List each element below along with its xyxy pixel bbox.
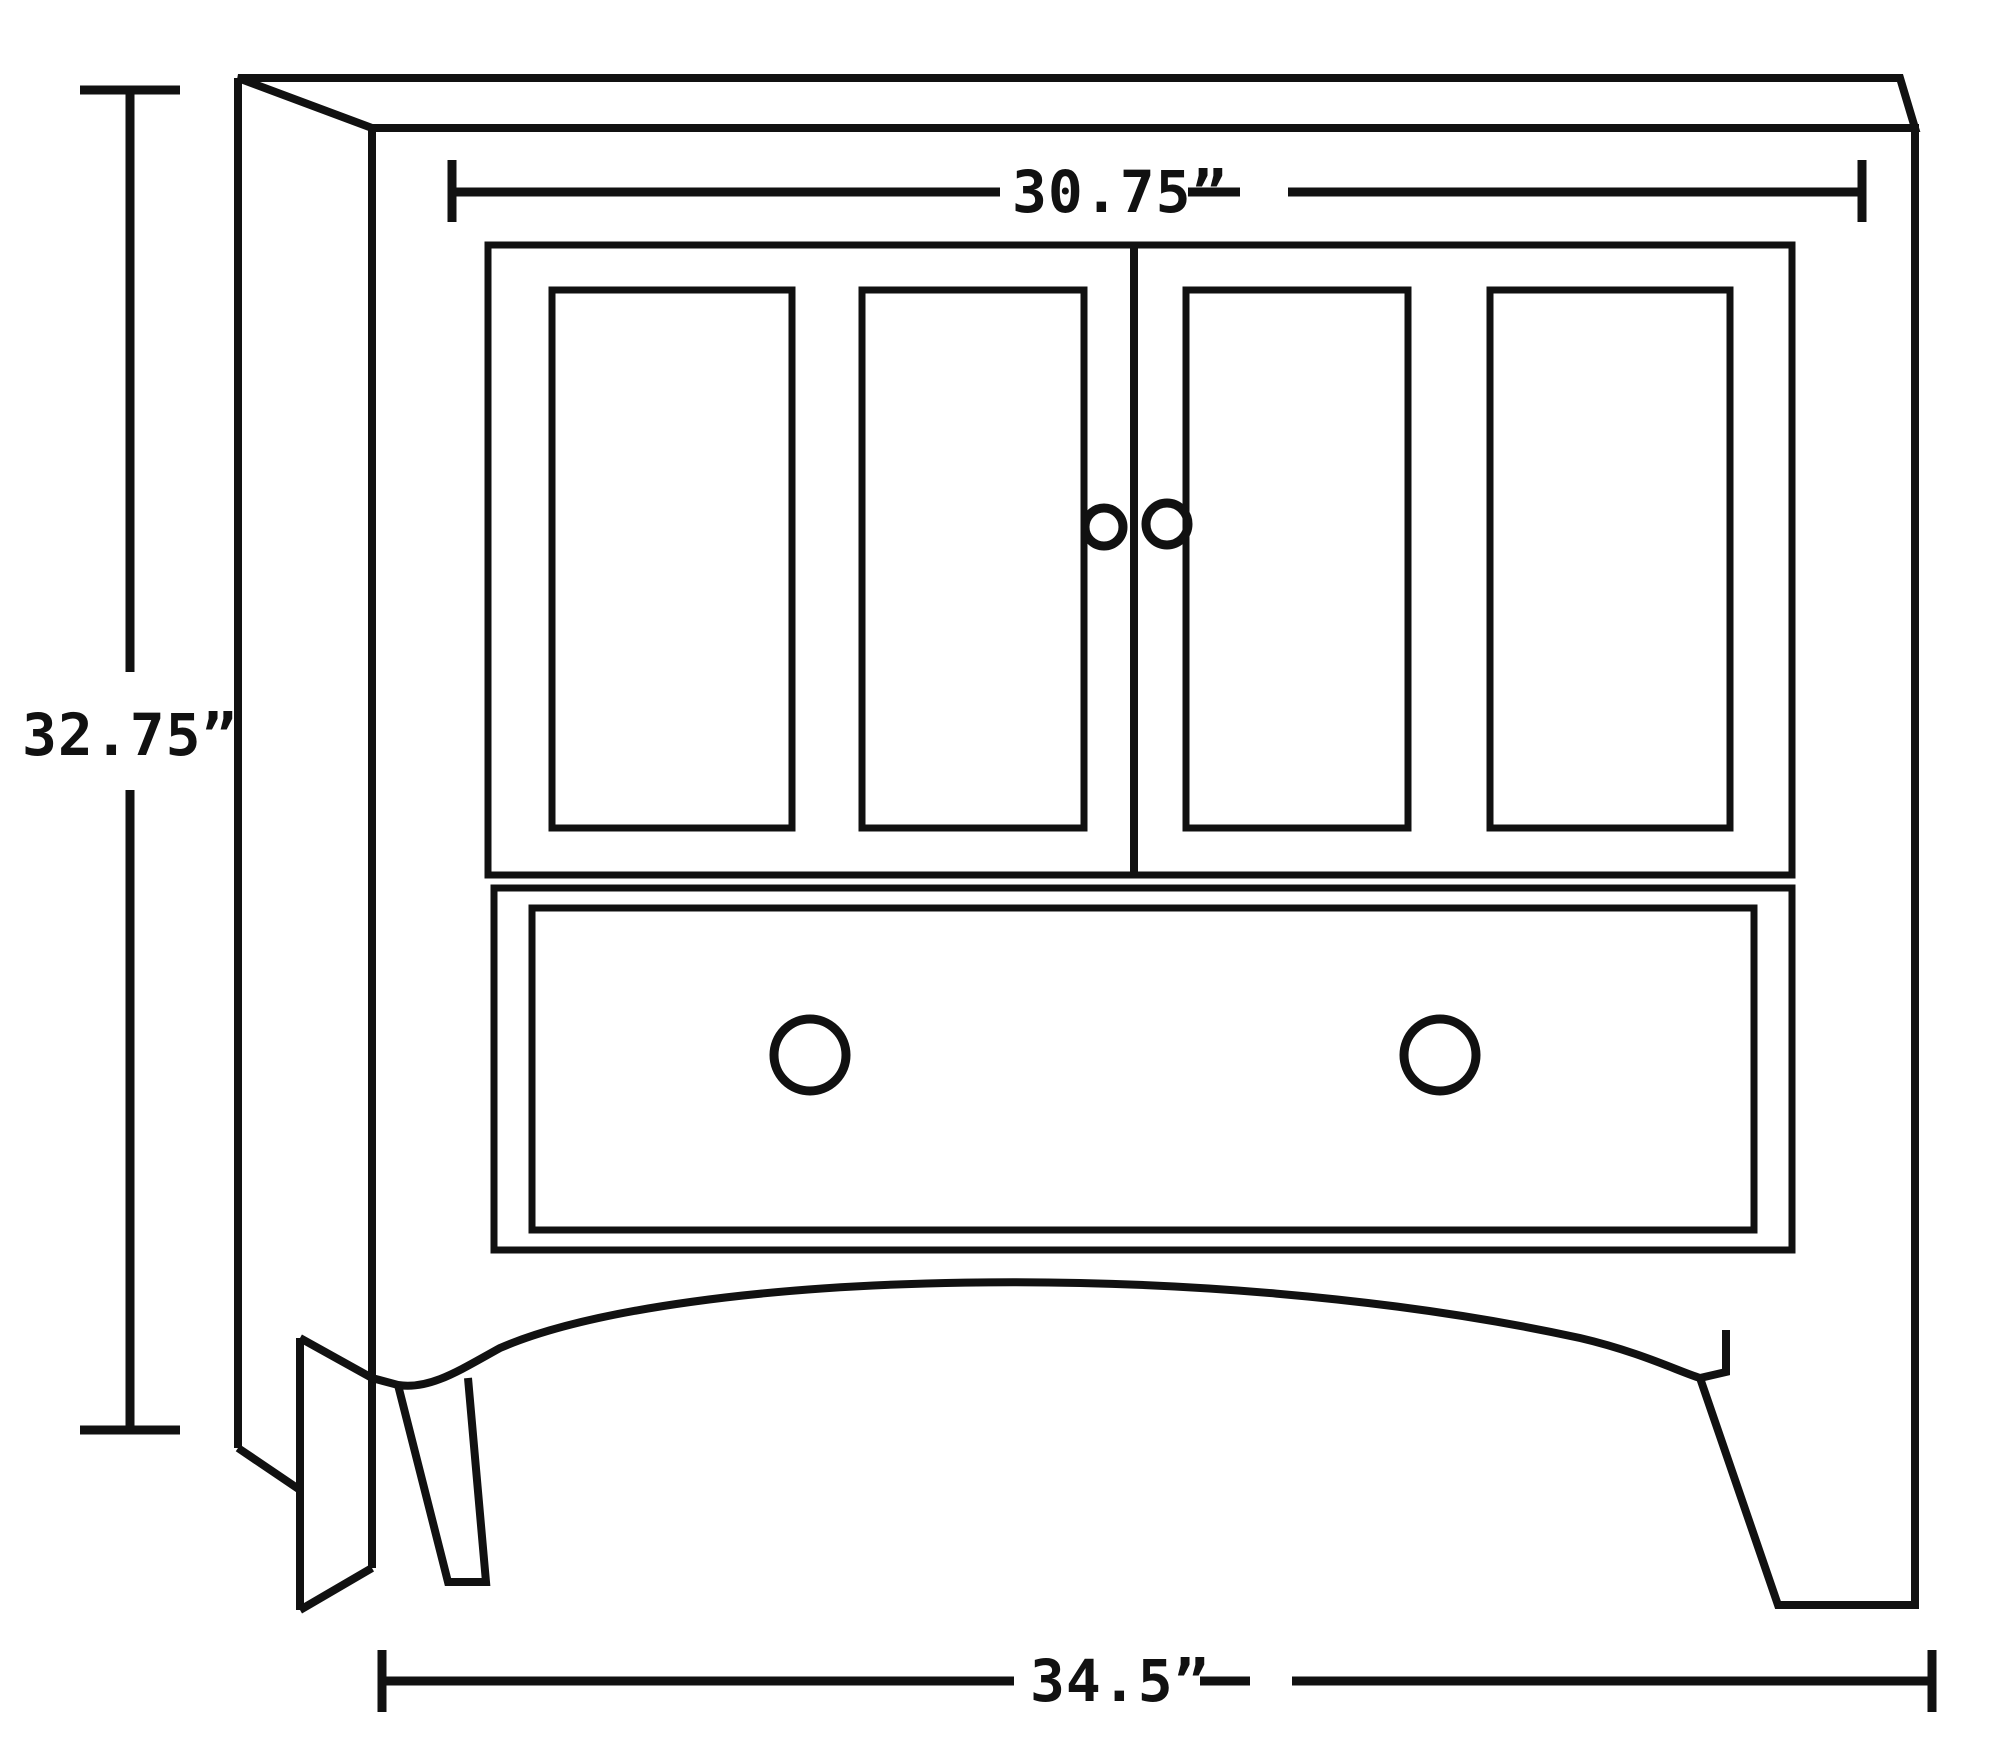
cabinet-left-side-panel (234, 78, 376, 1614)
drawer-knob-right[interactable] (1399, 1014, 1481, 1096)
right-front-leg (1696, 1330, 1919, 1609)
height-dimension-label: 32.75” (22, 701, 238, 769)
right-door-knob[interactable] (1141, 498, 1193, 550)
top-width-dimension (447, 160, 1867, 222)
drawer-front-panel (528, 904, 1758, 1234)
left-door[interactable] (548, 245, 1138, 875)
bottom-drawer[interactable] (490, 884, 1796, 1254)
left-door-panel-2 (858, 286, 1088, 832)
right-door-panel-1 (1182, 286, 1412, 832)
right-door[interactable] (1182, 286, 1734, 832)
cabinet-body (368, 124, 1919, 1330)
left-door-panel-1 (548, 286, 796, 832)
bottom-width-dimension (377, 1650, 1937, 1712)
drawer-knob-left[interactable] (769, 1014, 851, 1096)
curved-bottom-apron (368, 1278, 1730, 1390)
right-door-panel-2 (1486, 286, 1734, 832)
left-front-leg (394, 1377, 491, 1586)
height-dimension (80, 85, 180, 1435)
top-width-dimension-label: 30.75” (1012, 158, 1228, 226)
door-face-frame (484, 241, 1796, 879)
left-door-knob[interactable] (1080, 503, 1128, 551)
bottom-width-dimension-label: 34.5” (1030, 1647, 1210, 1715)
drawer-outer-frame (490, 884, 1796, 1254)
